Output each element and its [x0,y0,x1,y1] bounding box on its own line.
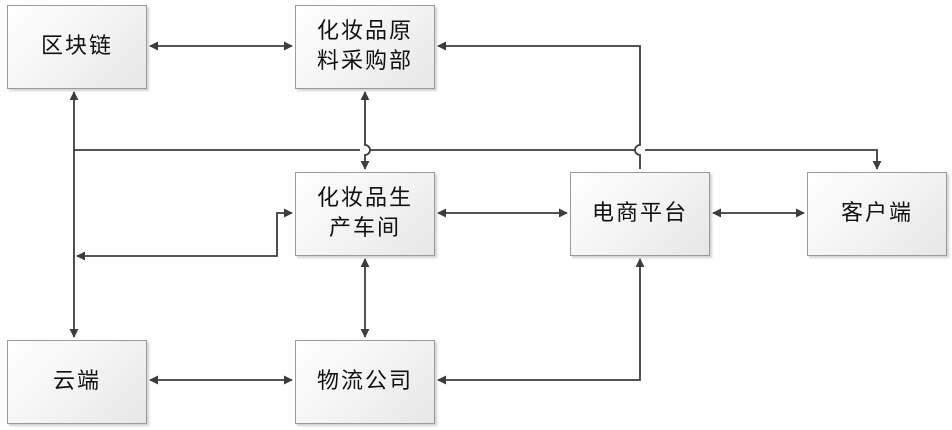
node-logistics-company: 物流公司 [295,340,435,424]
link-purchase-workshop [365,92,370,169]
node-ecommerce-platform: 电商平台 [570,172,710,256]
link-blockchain-client [74,150,877,169]
node-client: 客户端 [807,172,947,256]
node-production-workshop: 化妆品生 产车间 [295,172,435,256]
node-blockchain: 区块链 [7,5,147,89]
link-workshop-cloudline [77,213,292,256]
node-cloud: 云端 [7,340,147,424]
link-logistics-ecommerce [438,259,640,380]
node-raw-material-purchasing: 化妆品原 料采购部 [295,5,435,89]
